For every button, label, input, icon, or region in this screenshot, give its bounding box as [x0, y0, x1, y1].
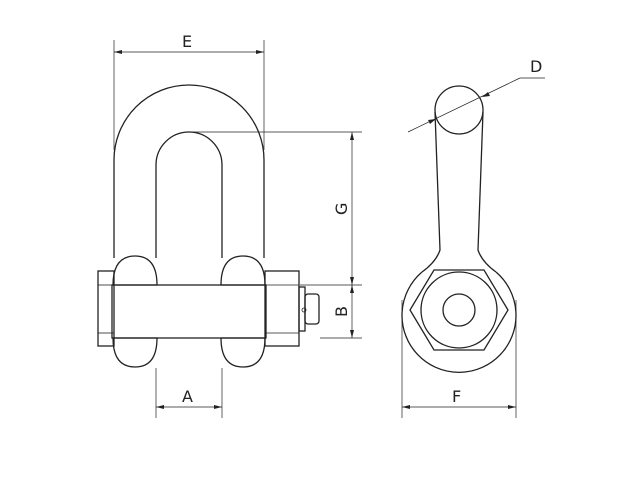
- dimension-label-a: A: [182, 387, 193, 406]
- eye-section-right-top: [220, 255, 266, 286]
- bow-outer: [113, 84, 265, 258]
- side-view: [401, 85, 517, 373]
- side-pin-end: [442, 293, 476, 327]
- eye-section-left-top: [112, 255, 158, 286]
- dimension-a: A: [155, 368, 223, 418]
- dimension-label-d: D: [530, 57, 542, 76]
- pin-shaft: [111, 284, 267, 339]
- dimension-label-e: E: [182, 32, 192, 51]
- eye-section-left-bottom: [112, 337, 158, 368]
- dimension-b: B: [320, 285, 362, 339]
- eye-section-right-bottom: [220, 337, 266, 368]
- dimension-g: G: [190, 131, 362, 286]
- side-eye-outer: [401, 271, 517, 373]
- bow-section: [434, 85, 484, 135]
- bow-inner: [155, 131, 223, 258]
- side-washer: [420, 271, 498, 349]
- nut: [264, 270, 300, 347]
- front-view: [97, 84, 320, 368]
- dimension-label-g: G: [332, 203, 351, 215]
- pin-head: [97, 270, 115, 347]
- side-hex-nut: [409, 269, 509, 351]
- side-arm: [421, 111, 497, 273]
- dimension-label-b: B: [332, 306, 351, 317]
- dimension-d: D: [407, 57, 545, 133]
- dimension-label-f: F: [452, 387, 461, 406]
- cotter-pin: [304, 293, 320, 325]
- dimension-f: F: [401, 300, 517, 418]
